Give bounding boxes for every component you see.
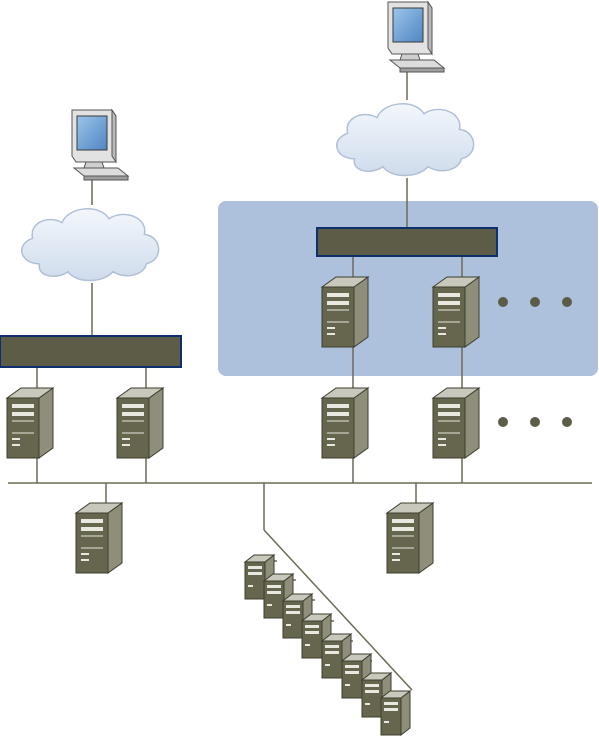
- server-icon: [117, 388, 163, 458]
- server-icon: [433, 277, 479, 347]
- more-dots: [498, 417, 572, 427]
- left-monitor-icon: [72, 110, 128, 180]
- right-monitor-icon: [388, 2, 444, 72]
- right-switch-bar: [317, 228, 497, 256]
- server-icon: [322, 277, 368, 347]
- left-cloud-icon: [22, 209, 159, 281]
- server-icon: [433, 388, 479, 458]
- rack-server-icon: [381, 691, 410, 735]
- server-icon: [7, 388, 53, 458]
- left-switch-bar: [0, 336, 181, 367]
- right-cloud-icon: [337, 104, 474, 176]
- server-icon: [322, 388, 368, 458]
- server-icon: [387, 503, 433, 573]
- server-icon: [76, 503, 122, 573]
